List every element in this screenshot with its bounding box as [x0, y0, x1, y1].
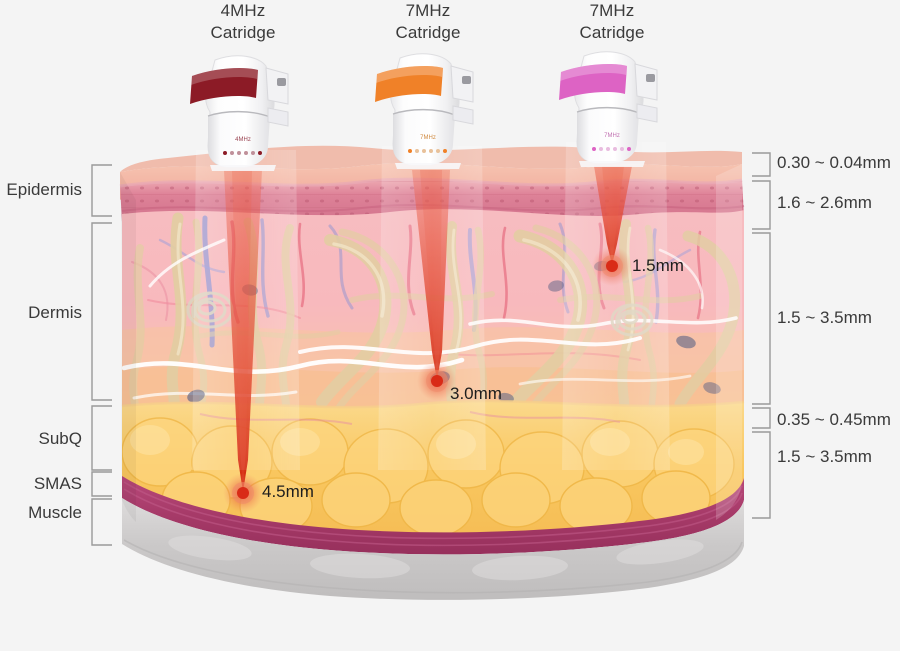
depth-label-subq-text: 0.35 ~ 0.45mm — [777, 410, 891, 429]
focal-point-3 — [592, 246, 632, 286]
cartridge-frequency-1: 4MHz — [220, 1, 266, 20]
beam-columns — [192, 142, 670, 470]
layer-label-dermis: Dermis — [0, 303, 82, 323]
bracket-depth-dermis — [752, 232, 771, 405]
focal-depth-label-2: 3.0mm — [450, 384, 502, 404]
bracket-subq — [91, 405, 112, 471]
bracket-depth-dermis-top — [752, 180, 771, 230]
cartridge-frequency-2: 7MHz — [405, 1, 451, 20]
bracket-depth-subq — [752, 407, 771, 429]
bracket-dermis — [91, 222, 112, 401]
layer-label-smas-text: SMAS — [33, 474, 82, 493]
focal-depth-1-text: 4.5mm — [262, 482, 314, 501]
focal-depth-label-3: 1.5mm — [632, 256, 684, 276]
cartridge-type-1: Catridge — [210, 22, 276, 42]
focal-depth-3-text: 1.5mm — [632, 256, 684, 275]
bracket-depth-smas — [752, 431, 771, 519]
right-brackets — [752, 152, 771, 519]
depth-label-epidermis-text: 0.30 ~ 0.04mm — [777, 153, 891, 172]
layer-label-muscle: Muscle — [0, 503, 82, 523]
smas-layer — [122, 476, 744, 555]
svg-text:4MHz: 4MHz — [235, 137, 251, 143]
cartridge-frequency-3: 7MHz — [589, 1, 635, 20]
depth-label-dermis: 1.5 ~ 3.5mm — [777, 308, 872, 328]
cartridge-label-2: 7MHz Catridge — [348, 0, 508, 44]
layer-label-dermis-text: Dermis — [28, 303, 82, 322]
layer-label-epidermis-text: Epidermis — [6, 180, 82, 199]
depth-label-dermis-top-text: 1.6 ~ 2.6mm — [777, 193, 872, 212]
layer-label-smas: SMAS — [0, 474, 82, 494]
cartridge-type-2: Catridge — [395, 22, 461, 42]
depth-label-smas-text: 1.5 ~ 3.5mm — [777, 447, 872, 466]
focal-depth-label-1: 4.5mm — [262, 482, 314, 502]
led-row-3 — [592, 147, 631, 151]
bracket-epidermis — [91, 164, 112, 217]
bracket-smas — [91, 471, 112, 497]
handpiece-cartridge-2[interactable]: 7MHz — [375, 53, 474, 169]
bracket-depth-epidermis — [752, 152, 771, 177]
depth-label-dermis-top: 1.6 ~ 2.6mm — [777, 193, 872, 213]
muscle-texture — [168, 535, 704, 581]
depth-label-dermis-text: 1.5 ~ 3.5mm — [777, 308, 872, 327]
depth-label-smas: 1.5 ~ 3.5mm — [777, 447, 872, 467]
cartridge-band-1 — [190, 68, 258, 104]
left-brackets — [91, 164, 112, 546]
cartridge-band-3 — [559, 64, 627, 100]
muscle-layer — [122, 498, 744, 600]
layer-label-muscle-text: Muscle — [28, 503, 82, 522]
led-row-2 — [408, 149, 447, 153]
cartridge-label-1: 4MHz Catridge — [163, 0, 323, 44]
focal-point-1 — [223, 473, 263, 513]
led-row-1 — [223, 151, 262, 155]
depth-label-subq: 0.35 ~ 0.45mm — [777, 410, 891, 430]
focal-depth-2-text: 3.0mm — [450, 384, 502, 403]
cartridge-type-3: Catridge — [579, 22, 645, 42]
layer-label-epidermis: Epidermis — [0, 180, 82, 200]
handpiece-cartridge-1[interactable]: 4MHz — [190, 55, 289, 171]
smas-striations — [123, 481, 743, 547]
cartridge-band-2 — [375, 66, 443, 102]
layer-label-subq: SubQ — [0, 429, 82, 449]
depth-label-epidermis: 0.30 ~ 0.04mm — [777, 153, 891, 173]
handpiece-cartridge-3[interactable]: 7MHz — [559, 51, 658, 167]
focal-point-2 — [417, 361, 457, 401]
bracket-muscle — [91, 498, 112, 546]
svg-text:7MHz: 7MHz — [420, 135, 436, 141]
svg-text:7MHz: 7MHz — [604, 133, 620, 139]
cartridge-label-3: 7MHz Catridge — [532, 0, 692, 44]
layer-label-subq-text: SubQ — [38, 429, 82, 448]
